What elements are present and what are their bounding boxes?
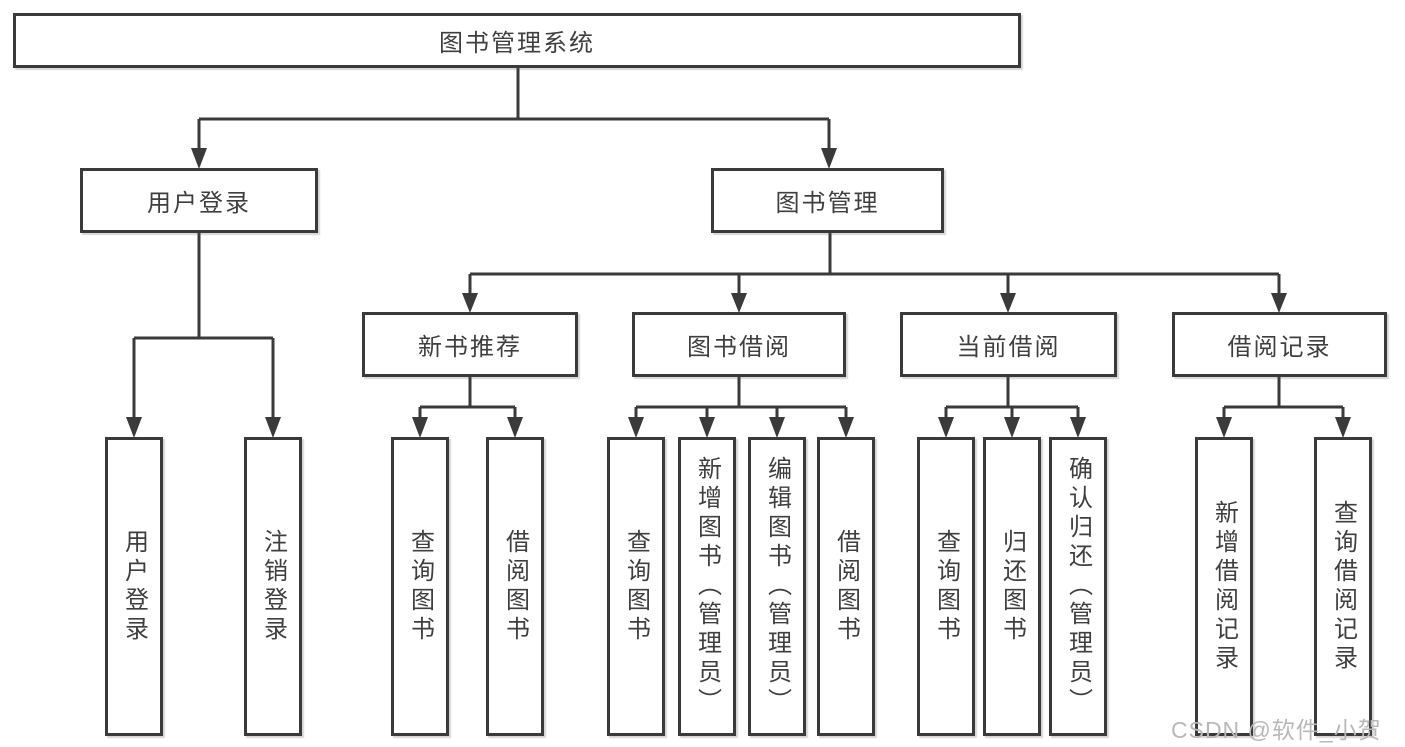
leaf-borrow-books-recommend: 借阅图书 (486, 437, 544, 736)
node-book-management: 图书管理 (711, 168, 944, 233)
node-user-login: 用户登录 (80, 168, 318, 233)
leaf-query-books-recommend: 查询图书 (391, 437, 449, 736)
watermark: CSDN @软件_小贺同学 (1171, 717, 1382, 743)
leaf-query-borrow-record: 查询借阅记录 (1314, 437, 1372, 736)
node-book-borrowing: 图书借阅 (632, 312, 846, 377)
leaf-query-books-current: 查询图书 (917, 437, 975, 736)
node-borrowing-records: 借阅记录 (1172, 312, 1387, 377)
leaf-borrow-books: 借阅图书 (817, 437, 875, 736)
leaf-logout-login: 注销登录 (244, 437, 302, 736)
leaf-edit-books-admin: 编辑图书（管理员） (748, 437, 806, 736)
leaf-add-borrow-record: 新增借阅记录 (1195, 437, 1253, 736)
node-library-system: 图书管理系统 (13, 13, 1021, 68)
node-current-borrowing: 当前借阅 (900, 312, 1117, 377)
node-new-book-recommendation: 新书推荐 (362, 312, 578, 377)
leaf-add-books-admin: 新增图书（管理员） (678, 437, 736, 736)
leaf-confirm-return-admin: 确认归还（管理员） (1049, 437, 1107, 736)
leaf-query-books-borrow: 查询图书 (607, 437, 665, 736)
leaf-user-login: 用户登录 (105, 437, 163, 736)
leaf-return-books: 归还图书 (983, 437, 1041, 736)
